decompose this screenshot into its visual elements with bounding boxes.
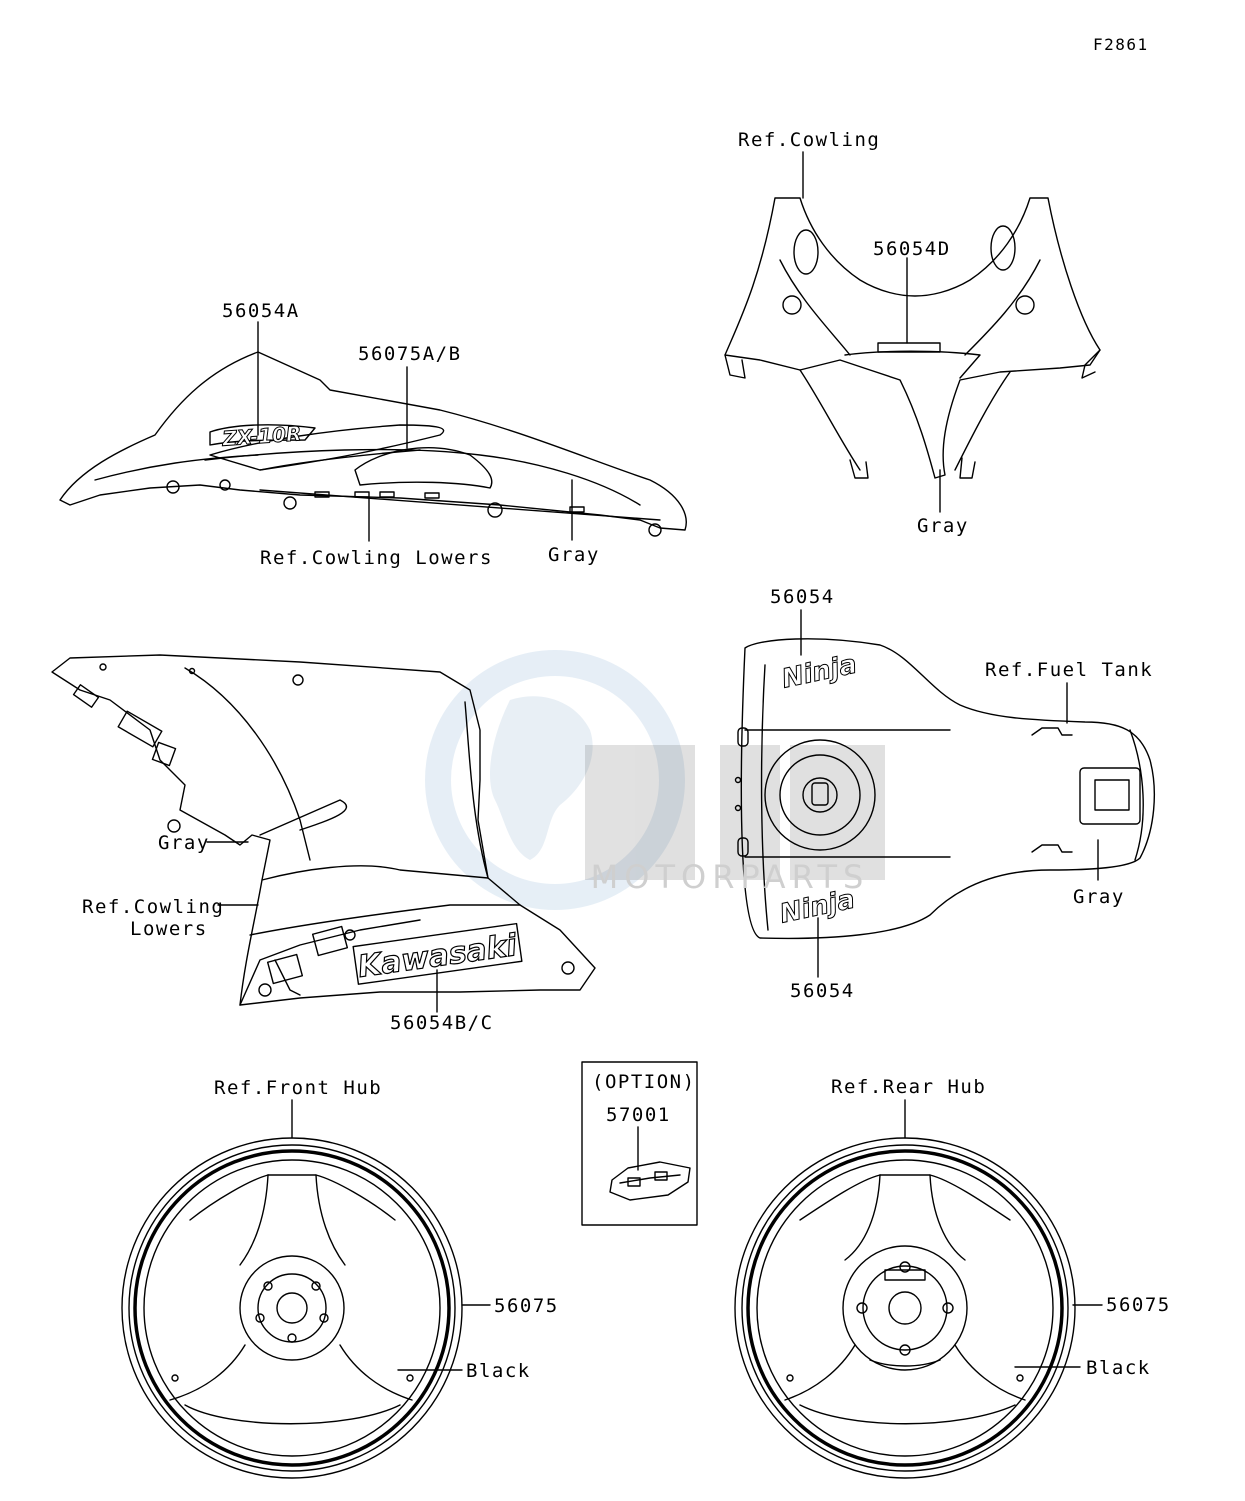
callout-gray-upper: Gray	[548, 544, 600, 566]
callout-black-front: Black	[466, 1360, 531, 1382]
svg-text:Ninja: Ninja	[779, 650, 859, 695]
callout-ref-fuel-tank: Ref.Fuel Tank	[985, 659, 1154, 681]
callout-gray-tank: Gray	[1073, 886, 1125, 908]
callout-56054d[interactable]: 56054D	[873, 238, 951, 260]
decal-model: ZX-10R	[220, 421, 303, 452]
svg-text:ZX-10R: ZX-10R	[221, 421, 303, 451]
callout-gray-front: Gray	[917, 515, 969, 537]
option-title: (OPTION)	[592, 1071, 696, 1093]
upper-side-cowl[interactable]	[59, 351, 687, 537]
callout-ref-cowling-lowers-side-2: Lowers	[130, 918, 208, 940]
callout-56054-top[interactable]: 56054	[770, 586, 835, 608]
callout-gray-side: Gray	[158, 832, 210, 854]
callout-56054bc[interactable]: 56054B/C	[390, 1012, 494, 1034]
fuel-tank[interactable]	[734, 638, 1156, 940]
rear-wheel[interactable]	[734, 1137, 1076, 1479]
optional-decal-57001[interactable]	[609, 1161, 691, 1201]
callout-ref-cowling-lowers: Ref.Cowling Lowers	[260, 547, 493, 569]
watermark-text: MOTORPARTS	[591, 858, 870, 896]
side-fairing[interactable]	[51, 654, 596, 1006]
callout-56075ab[interactable]: 56075A/B	[358, 343, 462, 365]
callout-56054a[interactable]: 56054A	[222, 300, 300, 322]
callout-ref-cowling-lowers-side-1: Ref.Cowling	[82, 896, 225, 918]
decal-ninja-top: Ninja	[779, 649, 860, 695]
leader-lines	[206, 151, 1103, 1371]
front-upper-cowl[interactable]	[724, 197, 1101, 479]
callout-57001[interactable]: 57001	[606, 1104, 671, 1126]
callout-56075-rear[interactable]: 56075	[1106, 1294, 1171, 1316]
svg-text:MOTORPARTS: MOTORPARTS	[591, 858, 870, 896]
front-wheel[interactable]	[121, 1137, 463, 1479]
callout-black-rear: Black	[1086, 1357, 1151, 1379]
watermark-globe	[425, 650, 685, 910]
callout-ref-rear-hub: Ref.Rear Hub	[831, 1076, 987, 1098]
option-box	[581, 1061, 698, 1226]
callout-56054-bottom[interactable]: 56054	[790, 980, 855, 1002]
callout-56075-front[interactable]: 56075	[494, 1295, 559, 1317]
diagram-id: F2861	[1093, 35, 1149, 54]
callout-ref-front-hub: Ref.Front Hub	[214, 1077, 383, 1099]
callout-ref-cowling: Ref.Cowling	[738, 129, 881, 151]
